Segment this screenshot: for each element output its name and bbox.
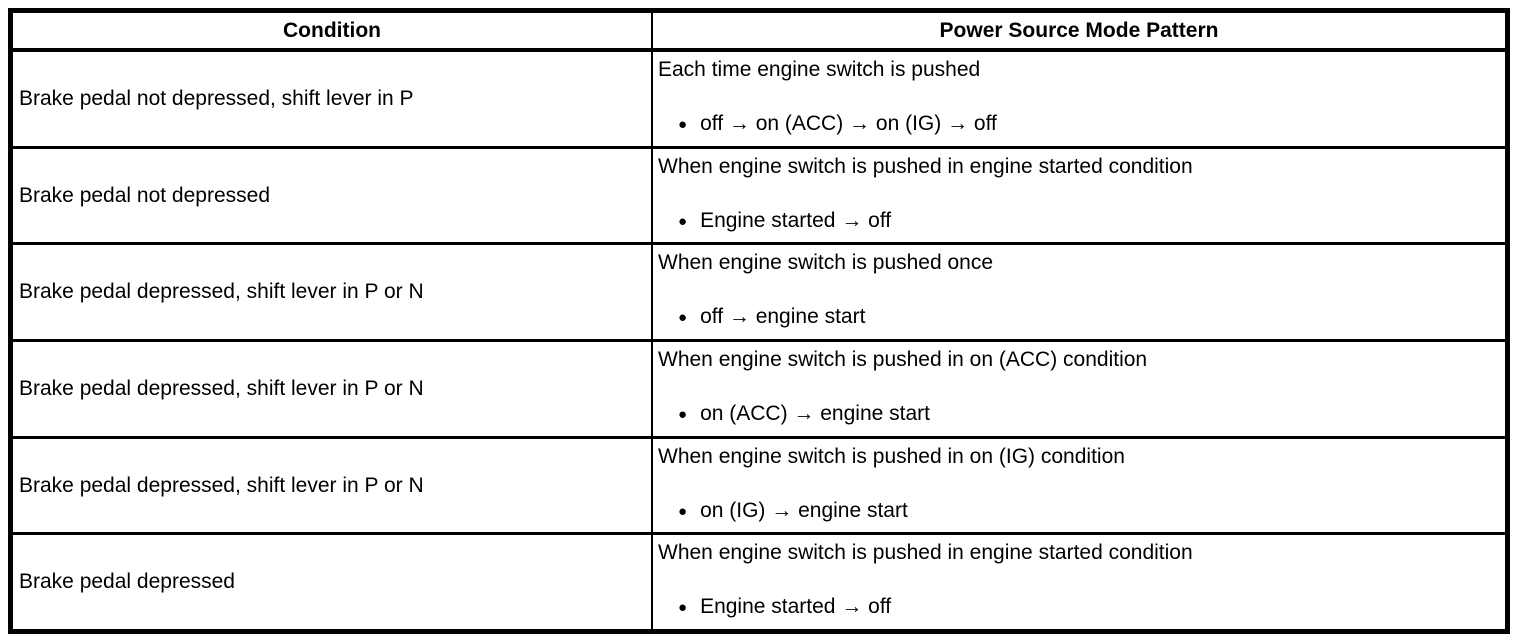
bullet-icon: ● <box>678 212 688 230</box>
bullet-icon: ● <box>678 116 688 133</box>
pattern-sequence-line: ● Engine started → off <box>658 208 1501 233</box>
condition-text: Brake pedal depressed, shift lever in P … <box>19 376 424 400</box>
pattern-sequence-line: ● on (ACC) → engine start <box>658 401 1501 426</box>
header-pattern: Power Source Mode Pattern <box>939 18 1219 42</box>
pattern-sequence-line: ● off → on (ACC) → on (IG) → off <box>658 111 1501 136</box>
pattern-event-text: When engine switch is pushed in engine s… <box>658 541 1193 565</box>
bullet-icon: ● <box>678 599 688 617</box>
pattern-cell: When engine switch is pushed once ● off … <box>653 245 1505 339</box>
pattern-cell: When engine switch is pushed in on (IG) … <box>653 439 1505 533</box>
pattern-sequence-text: Engine started → off <box>700 208 892 232</box>
pattern-sequence-text: on (IG) → engine start <box>700 498 908 522</box>
table-row: Brake pedal depressed, shift lever in P … <box>13 339 1505 436</box>
pattern-cell: Each time engine switch is pushed ● off … <box>653 52 1505 146</box>
condition-text: Brake pedal not depressed <box>19 183 271 207</box>
table-row: Brake pedal depressed, shift lever in P … <box>13 242 1505 340</box>
pattern-cell: When engine switch is pushed in engine s… <box>653 535 1505 629</box>
condition-cell: Brake pedal depressed, shift lever in P … <box>13 342 653 436</box>
table-header-row: Condition Power Source Mode Pattern <box>13 13 1505 52</box>
table-row: Brake pedal depressed When engine switch… <box>13 532 1505 630</box>
condition-cell: Brake pedal not depressed <box>13 148 653 243</box>
pattern-event-text: When engine switch is pushed once <box>658 251 994 275</box>
condition-cell: Brake pedal not depressed, shift lever i… <box>13 52 653 146</box>
header-condition: Condition <box>13 13 653 48</box>
condition-text: Brake pedal depressed, shift lever in P … <box>19 280 424 304</box>
bullet-icon: ● <box>678 502 688 520</box>
pattern-event-text: When engine switch is pushed in on (ACC)… <box>658 348 1148 372</box>
pattern-event-text: When engine switch is pushed in engine s… <box>658 154 1193 178</box>
pattern-sequence-line: ● Engine started → off <box>658 594 1501 619</box>
pattern-sequence-text: Engine started → off <box>700 595 892 619</box>
condition-text: Brake pedal depressed <box>19 570 235 594</box>
table-row: Brake pedal depressed, shift lever in P … <box>13 435 1505 533</box>
condition-cell: Brake pedal depressed, shift lever in P … <box>13 438 653 533</box>
pattern-sequence-line: ● on (IG) → engine start <box>658 498 1501 523</box>
pattern-event-text: Each time engine switch is pushed <box>658 58 981 81</box>
pattern-sequence-text: off → on (ACC) → on (IG) → off <box>700 112 997 135</box>
table-row: Brake pedal not depressed When engine sw… <box>13 145 1505 243</box>
pattern-cell: When engine switch is pushed in engine s… <box>653 149 1505 243</box>
pattern-event-text: When engine switch is pushed in on (IG) … <box>658 444 1125 468</box>
bullet-icon: ● <box>678 406 688 424</box>
table-row: Brake pedal not depressed, shift lever i… <box>13 52 1505 146</box>
pattern-sequence-text: off → engine start <box>700 305 866 329</box>
pattern-cell: When engine switch is pushed in on (ACC)… <box>653 342 1505 436</box>
bullet-icon: ● <box>678 309 688 327</box>
condition-cell: Brake pedal depressed, shift lever in P … <box>13 245 653 340</box>
condition-cell: Brake pedal depressed <box>13 535 653 630</box>
pattern-sequence-line: ● off → engine start <box>658 304 1501 329</box>
condition-text: Brake pedal depressed, shift lever in P … <box>19 473 424 497</box>
condition-text: Brake pedal not depressed, shift lever i… <box>19 86 414 110</box>
power-source-mode-table: Condition Power Source Mode Pattern Brak… <box>8 8 1510 634</box>
pattern-sequence-text: on (ACC) → engine start <box>700 402 930 426</box>
